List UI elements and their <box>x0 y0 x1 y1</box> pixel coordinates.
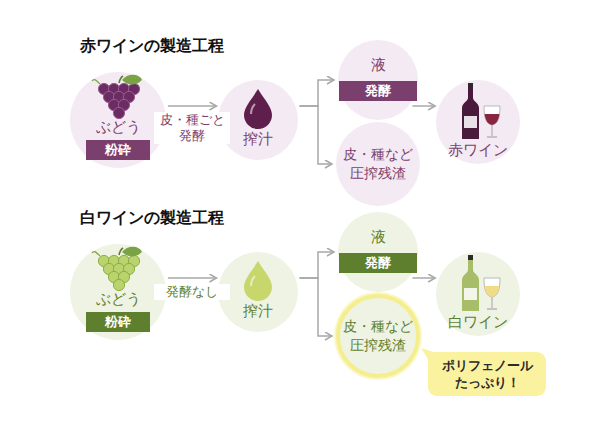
node-text: 赤ワイン <box>448 141 508 160</box>
process-tag: 発酵 <box>339 81 417 101</box>
process-circle: 白ワイン <box>436 252 520 336</box>
process-circle: ぶどう粉砕 <box>70 244 166 340</box>
process-circle: 皮・種など 圧搾残渣 <box>336 122 420 206</box>
process-tag: 発酵 <box>339 253 417 273</box>
section-heading: 白ワインの製造工程 <box>80 208 224 229</box>
process-circle: ぶどう粉砕 <box>70 72 166 168</box>
flow-arrow <box>300 106 333 164</box>
process-circle: 赤ワイン <box>436 80 520 164</box>
node-text: 皮・種など 圧搾残渣 <box>340 317 416 355</box>
process-circle: 液発酵 <box>338 212 418 292</box>
node-text: 搾汁 <box>243 302 273 321</box>
edge-label: 発酵なし <box>154 284 230 300</box>
node-text: 液 <box>371 228 386 247</box>
process-tag: 粉砕 <box>86 312 150 332</box>
flow-arrow <box>300 80 335 106</box>
node-text: 白ワイン <box>448 313 508 332</box>
flow-arrow <box>168 105 217 107</box>
flow-arrow <box>168 277 217 279</box>
process-tag: 粉砕 <box>86 140 150 160</box>
node-text: 搾汁 <box>243 130 273 149</box>
process-circle: 液発酵 <box>338 40 418 120</box>
node-text: 皮・種など 圧搾残渣 <box>340 145 416 183</box>
edge-label: 皮・種ごと 発酵 <box>154 112 230 144</box>
node-text: ぶどう <box>96 290 141 309</box>
process-circle: 皮・種など 圧搾残渣 <box>336 294 420 378</box>
flow-arrow <box>300 252 335 278</box>
node-text: ぶどう <box>96 118 141 137</box>
callout-bubble: ポリフェノール たっぷり！ <box>428 352 546 396</box>
flow-arrow <box>412 277 435 279</box>
flow-arrow <box>412 105 435 107</box>
callout-text: ポリフェノール たっぷり！ <box>436 357 538 391</box>
flow-arrow <box>300 278 333 336</box>
node-text: 液 <box>371 56 386 75</box>
section-heading: 赤ワインの製造工程 <box>80 36 224 57</box>
